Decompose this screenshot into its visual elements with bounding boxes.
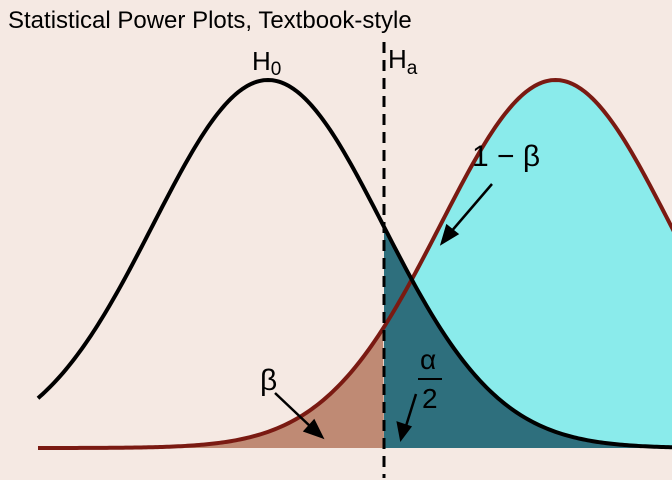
h0-label: H0 [252,46,281,80]
alpha-denominator-label: 2 [422,383,438,414]
ha-distribution-curve [37,77,672,450]
beta-label: β [260,364,277,397]
power-arrow-head [439,223,460,246]
beta-arrow-head [302,418,325,440]
power-label: 1 − β [472,140,540,173]
beta-area [0,328,384,448]
plot-title: Statistical Power Plots, Textbook-style [8,7,412,34]
beta-arrow-shaft [274,392,313,429]
alpha-arrow-shaft [404,393,418,427]
alpha-numerator-label: α [420,344,436,375]
ha-label: Ha [388,44,418,79]
h0-distribution-curve [36,77,672,450]
alpha-arrow-head [396,421,413,443]
alpha-half-area [384,226,672,448]
power-arrow-shaft [449,183,493,234]
